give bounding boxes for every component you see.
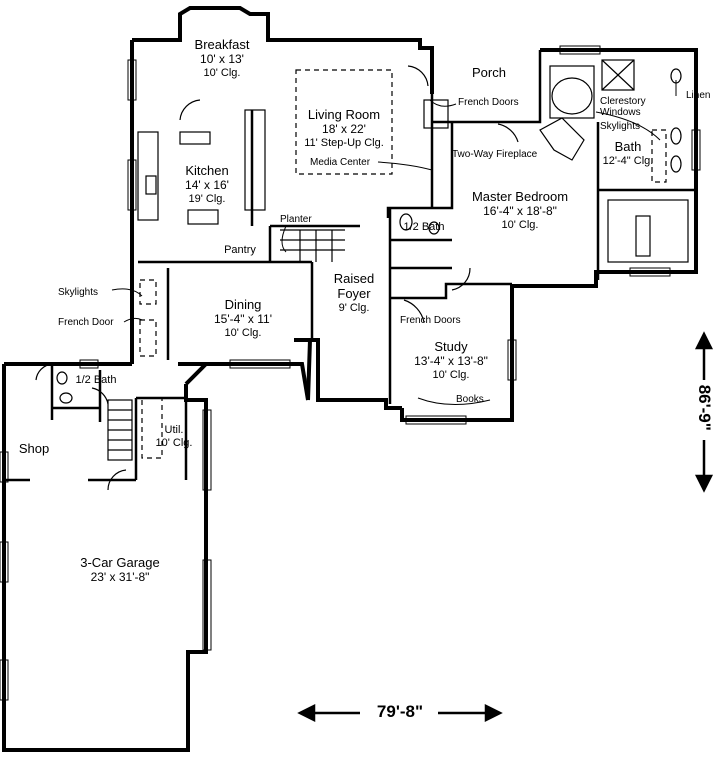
dining-name: Dining xyxy=(224,297,262,312)
breakfast-name: Breakfast xyxy=(194,37,250,52)
master-bath-label: Bath 12'-4" Clg. xyxy=(596,139,660,168)
util-ceiling: 10' Clg. xyxy=(155,436,193,449)
dimension-arrows xyxy=(297,331,714,723)
master-bedroom-dims: 16'-4" x 18'-8" xyxy=(483,203,557,218)
foyer-name2: Foyer xyxy=(337,285,371,301)
french-doors-porch-callout: French Doors xyxy=(458,97,519,108)
breakfast-dims: 10' x 13' xyxy=(200,51,244,66)
windows xyxy=(0,45,701,701)
master-bath-ceiling: 12'-4" Clg. xyxy=(602,154,654,167)
exterior-walls xyxy=(2,6,698,752)
study-ceiling: 10' Clg. xyxy=(432,368,470,381)
width-dimension: 79'-8" xyxy=(376,702,424,721)
dining-ceiling: 10' Clg. xyxy=(224,326,262,339)
callout-arrows xyxy=(111,80,677,406)
clerestory-callout: Clerestory xyxy=(600,96,646,107)
util-name: Util. xyxy=(164,424,184,436)
french-door-left-callout: French Door xyxy=(58,317,114,328)
media-center-callout: Media Center xyxy=(310,157,371,168)
foyer-ceiling: 9' Clg. xyxy=(338,301,370,314)
kitchen-name: Kitchen xyxy=(185,163,229,178)
dining-label: Dining 15'-4" x 11' 10' Clg. xyxy=(198,297,288,339)
kitchen-dims: 14' x 16' xyxy=(185,177,229,192)
study-name: Study xyxy=(434,339,468,354)
kitchen-ceiling: 19' Clg. xyxy=(188,192,226,205)
garage-dims: 23' x 31'-8" xyxy=(90,569,150,584)
living-room-label: Living Room 18' x 22' 11' Step-Up Clg. xyxy=(294,107,394,149)
foyer-name: Raised xyxy=(333,271,375,286)
garage-label: 3-Car Garage 23' x 31'-8" xyxy=(60,555,180,585)
interior-walls xyxy=(4,50,696,482)
living-room-name: Living Room xyxy=(307,107,381,122)
garage-name: 3-Car Garage xyxy=(80,555,160,570)
foyer-label: Raised Foyer 9' Clg. xyxy=(322,271,386,315)
util-label: Util. 10' Clg. xyxy=(146,424,202,449)
living-room-dims: 18' x 22' xyxy=(322,121,366,136)
french-doors-study-callout: French Doors xyxy=(400,315,461,326)
half-bath-center-label: 1/2 Bath xyxy=(403,221,445,233)
windows-callout: Windows xyxy=(600,107,641,118)
half-bath-left-label: 1/2 Bath xyxy=(75,374,117,386)
books-callout: Books xyxy=(456,394,484,405)
dashed-areas xyxy=(139,69,667,459)
linen-callout: Linen xyxy=(686,90,711,101)
depth-dimension: 86'-9" xyxy=(694,384,714,431)
breakfast-label: Breakfast 10' x 13' 10' Clg. xyxy=(180,37,264,79)
two-way-fireplace-callout: Two-Way Fireplace xyxy=(452,149,538,160)
master-bedroom-ceiling: 10' Clg. xyxy=(501,218,539,231)
porch-label: Porch xyxy=(472,65,506,80)
pantry-label: Pantry xyxy=(224,244,256,256)
study-dims: 13'-4" x 13'-8" xyxy=(414,353,488,368)
skylights-bath-callout: Skylights xyxy=(600,121,641,132)
kitchen-label: Kitchen 14' x 16' 19' Clg. xyxy=(172,163,242,205)
master-bedroom-label: Master Bedroom 16'-4" x 18'-8" 10' Clg. xyxy=(460,189,580,231)
dining-dims: 15'-4" x 11' xyxy=(214,311,272,326)
shop-label: Shop xyxy=(18,441,50,456)
living-room-ceiling: 11' Step-Up Clg. xyxy=(304,136,384,149)
planter-callout: Planter xyxy=(280,214,312,225)
master-bedroom-name: Master Bedroom xyxy=(471,189,569,204)
breakfast-ceiling: 10' Clg. xyxy=(203,66,241,79)
master-bath-name: Bath xyxy=(614,139,642,154)
skylights-left-callout: Skylights xyxy=(58,287,99,298)
study-label: Study 13'-4" x 13'-8" 10' Clg. xyxy=(396,339,506,381)
door-swings xyxy=(35,65,519,491)
